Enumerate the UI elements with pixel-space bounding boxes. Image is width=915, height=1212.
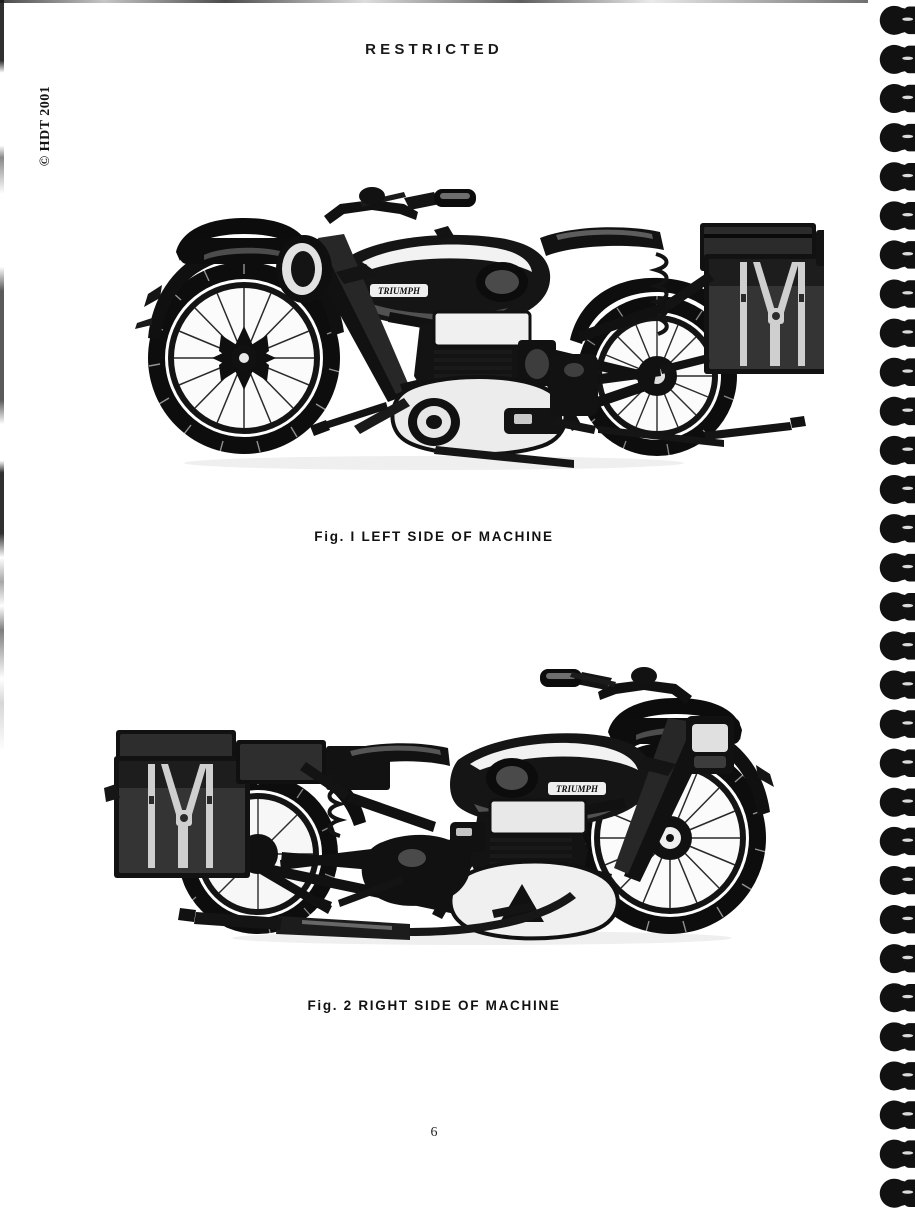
- binding-coil-loop: [879, 631, 915, 661]
- binding-coil-loop: [879, 865, 915, 895]
- binding-coil-loop: [879, 318, 915, 348]
- binding-coil-loop: [879, 396, 915, 426]
- binding-coil-loop: [879, 1061, 915, 1091]
- binding-coil-loop: [879, 905, 915, 935]
- motorcycle-left-side-image: TRIUMPH: [104, 126, 824, 486]
- binding-coil-loop: [879, 1139, 915, 1169]
- binding-coil-loop: [879, 474, 915, 504]
- svg-text:TRIUMPH: TRIUMPH: [378, 286, 421, 296]
- binding-coil-loop: [879, 84, 915, 114]
- scan-edge-left: [0, 0, 4, 1212]
- binding-coil-loop: [879, 748, 915, 778]
- binding-coil-loop: [879, 592, 915, 622]
- binding-coil-loop: [879, 435, 915, 465]
- scan-edge-top: [0, 0, 868, 3]
- binding-coil-loop: [879, 787, 915, 817]
- binding-coil-loop: [879, 709, 915, 739]
- page-number: 6: [430, 1125, 438, 1140]
- binding-coil-loop: [879, 44, 915, 74]
- binding-coil-loop: [879, 1178, 915, 1208]
- figure-1-caption: Fig. I LEFT SIDE OF MACHINE: [314, 529, 554, 544]
- binding-coil-loop: [879, 5, 915, 35]
- binding-coil-loop: [879, 514, 915, 544]
- binding-coil-loop: [879, 983, 915, 1013]
- binding-coil-loop: [879, 1022, 915, 1052]
- binding-coil-loop: [879, 357, 915, 387]
- binding-coil-loop: [879, 162, 915, 192]
- copyright-notice: © HDT 2001: [38, 85, 53, 167]
- binding-coil-loop: [879, 123, 915, 153]
- binding-coil-loop: [879, 553, 915, 583]
- svg-text:TRIUMPH: TRIUMPH: [556, 784, 599, 794]
- figure-2-caption: Fig. 2 RIGHT SIDE OF MACHINE: [307, 998, 561, 1013]
- binding-coil-loop: [879, 1100, 915, 1130]
- classification-header: RESTRICTED: [365, 41, 503, 58]
- motorcycle-right-side-image: TRIUMPH: [92, 606, 812, 956]
- tank-badge-fig2: TRIUMPH: [548, 782, 606, 795]
- binding-coil-loop: [879, 944, 915, 974]
- binding-coil-loop: [879, 670, 915, 700]
- tank-badge-fig1: TRIUMPH: [370, 284, 428, 297]
- binding-coil-loop: [879, 826, 915, 856]
- figure-2-right-side: TRIUMPH: [92, 606, 812, 956]
- binding-coil-loop: [879, 240, 915, 270]
- binding-coil-loop: [879, 201, 915, 231]
- spiral-binding: [879, 5, 915, 1208]
- binding-coil-loop: [879, 279, 915, 309]
- figure-1-left-side: TRIUMPH: [104, 126, 824, 486]
